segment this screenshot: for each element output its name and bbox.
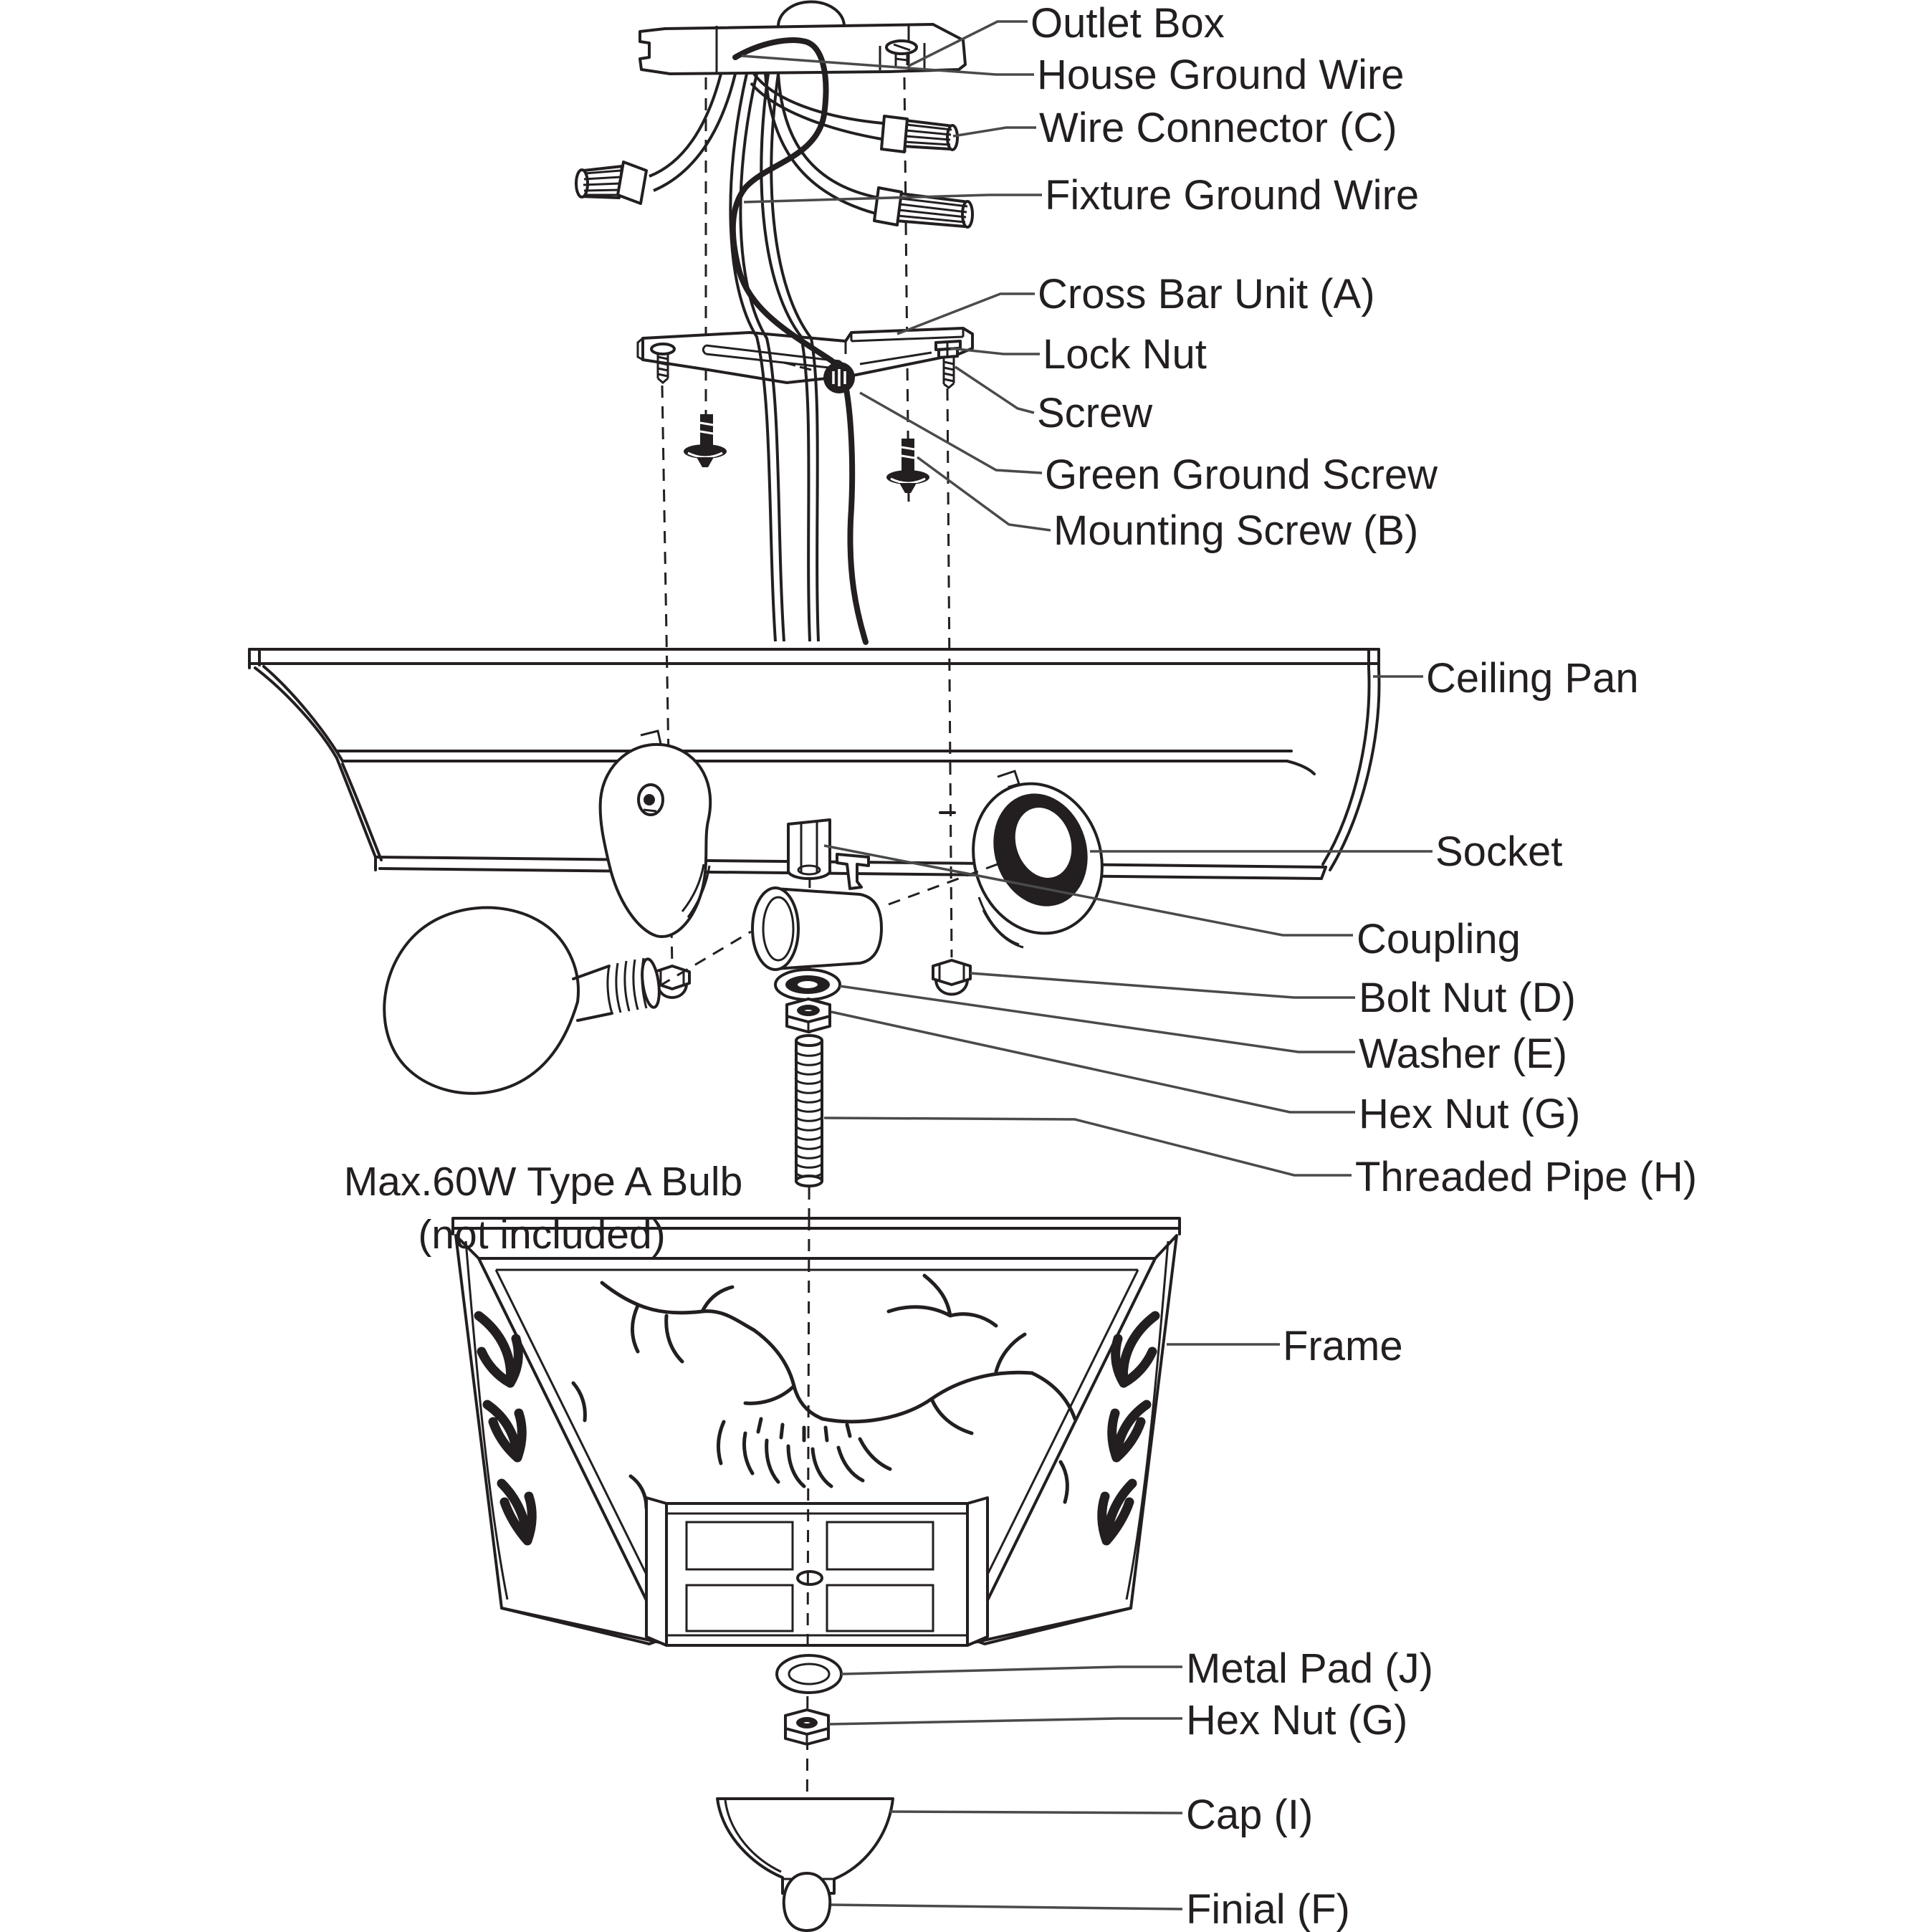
label-fixture-ground-wire: Fixture Ground Wire: [1045, 172, 1419, 219]
bulb-note-line2: (not included): [418, 1212, 665, 1258]
center-axis-dashed-line: [805, 1218, 810, 1873]
leader-finial: [831, 1903, 1183, 1911]
mounting-screws-drawing: [684, 414, 929, 493]
leader-hex-nut-upper: [831, 1010, 1355, 1114]
coupling-drawing: [787, 818, 832, 881]
bulb-note-line1: Max.60W Type A Bulb: [344, 1159, 743, 1205]
leader-metal-pad: [841, 1665, 1182, 1675]
crossbar-screw-left: [650, 343, 676, 384]
label-screw: Screw: [1037, 390, 1153, 436]
threaded-pipe-drawing: [794, 1034, 823, 1187]
outlet-box-drawing: [639, 0, 967, 75]
socket-bracket-drawing: [836, 853, 870, 890]
leader-lines: [741, 20, 1433, 1911]
leader-fixture-ground-wire: [743, 193, 1042, 204]
frame-bottom-box: [645, 1496, 989, 1647]
green-ground-screw-drawing: [823, 362, 855, 393]
crossbar-screw-right: [942, 357, 955, 389]
frame-front-decoration: [571, 1273, 1077, 1510]
label-coupling: Coupling: [1357, 916, 1521, 962]
leader-wire-connector: [952, 126, 1036, 138]
label-frame: Frame: [1283, 1323, 1403, 1369]
label-outlet-box: Outlet Box: [1030, 0, 1225, 47]
left-socket-drawing: [598, 730, 712, 938]
label-wire-connector: Wire Connector (C): [1039, 105, 1397, 151]
label-ceiling-pan: Ceiling Pan: [1426, 655, 1639, 702]
leader-green-ground-screw: [859, 391, 1043, 474]
frame-side-decoration-left: [474, 1311, 537, 1546]
bulb-socket-dashed-line: [659, 930, 752, 987]
wire-connectors-drawing: [575, 115, 974, 229]
finial-drawing: [782, 1872, 832, 1932]
leader-hex-nut-lower: [828, 1717, 1182, 1726]
label-socket: Socket: [1435, 828, 1562, 875]
right-socket-drawing: [972, 770, 1104, 949]
lock-nut-drawing: [934, 340, 962, 359]
leader-cross-bar: [896, 292, 1035, 335]
leader-coupling: [823, 844, 1353, 937]
washer-drawing: [774, 968, 841, 1001]
leader-screw: [955, 365, 1035, 414]
frame-drawing: [451, 1217, 1181, 1647]
label-bolt-nut: Bolt Nut (D): [1359, 975, 1576, 1021]
label-house-ground-wire: House Ground Wire: [1037, 52, 1405, 98]
leader-lock-nut: [950, 347, 1040, 355]
socket-shell-drawing: [751, 886, 883, 971]
wire-connector-left: [575, 161, 648, 205]
wires-drawing: [649, 37, 884, 645]
label-metal-pad: Metal Pad (J): [1186, 1645, 1433, 1692]
leader-house-ground-wire: [741, 54, 1034, 76]
cross-bar-drawing: [636, 327, 974, 389]
label-lock-nut: Lock Nut: [1043, 331, 1207, 378]
wire-connector-middle: [880, 115, 959, 153]
ground-wire: [730, 37, 869, 645]
metal-pad-drawing: [775, 1654, 843, 1694]
label-cross-bar-unit: Cross Bar Unit (A): [1038, 271, 1375, 317]
label-cap: Cap (I): [1186, 1792, 1313, 1838]
label-green-ground-screw: Green Ground Screw: [1045, 451, 1438, 498]
hex-nut-upper-drawing: [785, 998, 831, 1033]
mounting-screw-left: [684, 414, 727, 467]
leader-outlet-box: [908, 20, 1028, 67]
leader-washer: [839, 985, 1355, 1053]
leader-mounting-screw: [916, 456, 1051, 532]
bottom-parts-drawing: [716, 1654, 894, 1932]
bolt-nut-right-drawing: [932, 959, 972, 996]
leader-cap: [889, 1810, 1183, 1814]
label-threaded-pipe: Threaded Pipe (H): [1355, 1154, 1697, 1200]
leader-threaded-pipe: [823, 1116, 1352, 1177]
wire-connector-lower: [873, 186, 974, 229]
label-washer: Washer (E): [1359, 1030, 1567, 1077]
labels: Outlet Box House Ground Wire Wire Connec…: [344, 0, 1697, 1932]
bulb-drawing: [383, 863, 998, 1095]
hex-nut-lower-drawing: [784, 1708, 830, 1746]
mounting-screw-right: [886, 439, 929, 493]
label-hex-nut-upper: Hex Nut (G): [1359, 1091, 1580, 1137]
label-mounting-screw: Mounting Screw (B): [1053, 507, 1418, 554]
leader-bolt-nut: [970, 972, 1355, 999]
label-finial: Finial (F): [1186, 1886, 1350, 1932]
label-hex-nut-lower: Hex Nut (G): [1186, 1697, 1407, 1744]
